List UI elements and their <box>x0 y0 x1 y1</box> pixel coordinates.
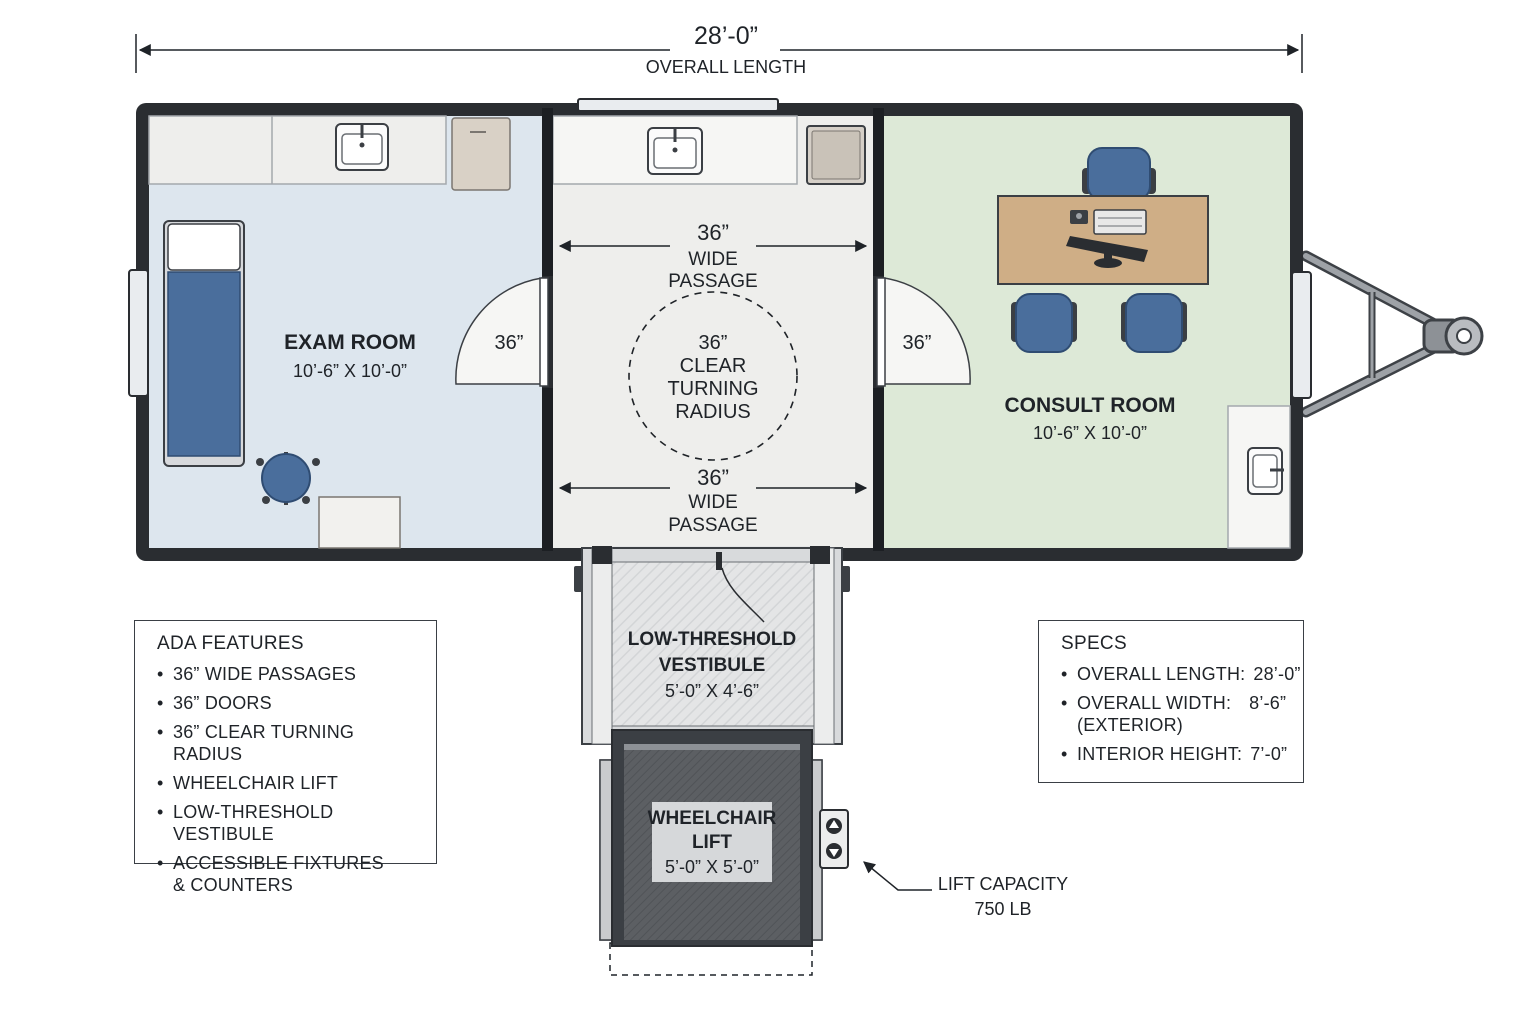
consult-desk <box>997 147 1209 353</box>
spec-height-value: 7’-0” <box>1250 744 1288 764</box>
sink-icon <box>647 127 703 175</box>
specs-list: OVERALL LENGTH: 28’-0” OVERALL WIDTH: 8’-6… <box>1061 663 1300 765</box>
center-corridor-floor <box>553 116 873 548</box>
overall-length-value: 28’-0” <box>694 22 758 50</box>
sink-icon <box>1247 447 1284 495</box>
stool-icon <box>256 452 320 505</box>
interior-walls <box>542 108 884 551</box>
turning-radius: 36” CLEAR TURNING RADIUS <box>628 291 798 461</box>
sink-icon <box>335 123 389 171</box>
turning-radius-line1: 36” <box>699 332 728 354</box>
spec-width-note: (EXTERIOR) <box>1077 715 1184 735</box>
overall-length-label: OVERALL LENGTH <box>646 57 806 77</box>
consult-room-size: 10’-6” X 10’-0” <box>1033 423 1147 443</box>
list-item: 36” CLEAR TURNING RADIUS <box>157 721 418 765</box>
specs-panel: SPECS OVERALL LENGTH: 28’-0” OVERALL WIDT… <box>1038 620 1304 783</box>
turning-radius-line4: RADIUS <box>675 401 751 423</box>
vestibule-name-line2: VESTIBULE <box>659 655 766 676</box>
spec-length-value: 28’-0” <box>1253 664 1301 684</box>
list-item: 36” DOORS <box>157 692 418 714</box>
exam-room-name: EXAM ROOM <box>284 331 416 354</box>
consult-counter <box>1227 405 1291 549</box>
list-item: INTERIOR HEIGHT: 7’-0” <box>1061 743 1289 765</box>
spec-width-value: 8’-6” <box>1249 693 1287 713</box>
vestibule: LOW-THRESHOLD VESTIBULE 5’-0” X 4’-6” <box>574 546 850 745</box>
chair-icon <box>1121 293 1187 353</box>
vestibule-size: 5’-0” X 4’-6” <box>665 681 759 701</box>
lift-name-line1: WHEELCHAIR <box>648 808 777 829</box>
up-arrow-icon <box>826 818 842 834</box>
vestibule-name-line1: LOW-THRESHOLD <box>628 629 797 650</box>
bottom-passage-value: 36” <box>697 465 729 490</box>
exam-counter <box>148 115 511 549</box>
bottom-passage-line2: PASSAGE <box>668 515 757 536</box>
consult-door-width: 36” <box>903 332 932 354</box>
list-item: WHEELCHAIR LIFT <box>157 772 418 794</box>
spec-height-label: INTERIOR HEIGHT: <box>1077 744 1243 764</box>
exam-room-size: 10’-6” X 10’-0” <box>293 361 407 381</box>
consult-room-name: CONSULT ROOM <box>1004 394 1175 417</box>
exam-door: 36” <box>455 277 549 387</box>
bottom-passage-dimension: 36” WIDE PASSAGE <box>558 465 868 536</box>
ada-features-panel: ADA FEATURES 36” WIDE PASSAGES 36” DOORS… <box>134 620 437 895</box>
lift-capacity-line1: LIFT CAPACITY <box>938 874 1068 894</box>
top-passage-line1: WIDE <box>688 249 738 270</box>
ada-features-list: 36” WIDE PASSAGES 36” DOORS 36” CLEAR TU… <box>157 663 418 896</box>
down-arrow-icon <box>826 843 842 859</box>
exam-cabinet <box>451 117 511 191</box>
lift-capacity-callout: LIFT CAPACITY 750 LB <box>863 861 1068 919</box>
wheelchair-lift: WHEELCHAIR LIFT 5’-0” X 5’-0” <box>599 729 823 976</box>
lift-control-panel <box>819 809 849 869</box>
hitch-icon <box>1300 250 1484 418</box>
exam-door-width: 36” <box>495 332 524 354</box>
top-passage-dimension: 36” WIDE PASSAGE <box>558 220 868 292</box>
center-counter <box>552 115 866 185</box>
lift-size: 5’-0” X 5’-0” <box>665 857 759 877</box>
list-item: ACCESSIBLE FIXTURES & COUNTERS <box>157 852 393 896</box>
exam-table-icon <box>163 220 245 467</box>
chair-icon <box>1011 293 1077 353</box>
specs-title: SPECS <box>1061 633 1127 654</box>
computer-icon <box>1066 209 1148 268</box>
turning-radius-line3: TURNING <box>667 378 758 400</box>
list-item: 36” WIDE PASSAGES <box>157 663 418 685</box>
overall-length-dimension: 28’-0” OVERALL LENGTH <box>135 20 1303 77</box>
bottom-passage-line1: WIDE <box>688 492 738 513</box>
lift-capacity-line2: 750 LB <box>974 899 1031 919</box>
list-item: OVERALL LENGTH: 28’-0” <box>1061 663 1300 685</box>
spec-length-label: OVERALL LENGTH: <box>1077 664 1246 684</box>
ada-features-title: ADA FEATURES <box>157 633 304 654</box>
lift-name-line2: LIFT <box>692 832 732 853</box>
top-passage-line2: PASSAGE <box>668 271 757 292</box>
top-passage-value: 36” <box>697 220 729 245</box>
chair-icon <box>1082 147 1156 201</box>
list-item: OVERALL WIDTH: 8’-6” (EXTERIOR) <box>1061 692 1289 736</box>
spec-width-label: OVERALL WIDTH: <box>1077 693 1232 713</box>
list-item: LOW-THRESHOLD VESTIBULE <box>157 801 418 845</box>
consult-door: 36” <box>876 277 971 387</box>
exam-side-cabinet <box>318 496 401 549</box>
turning-radius-line2: CLEAR <box>680 355 747 377</box>
